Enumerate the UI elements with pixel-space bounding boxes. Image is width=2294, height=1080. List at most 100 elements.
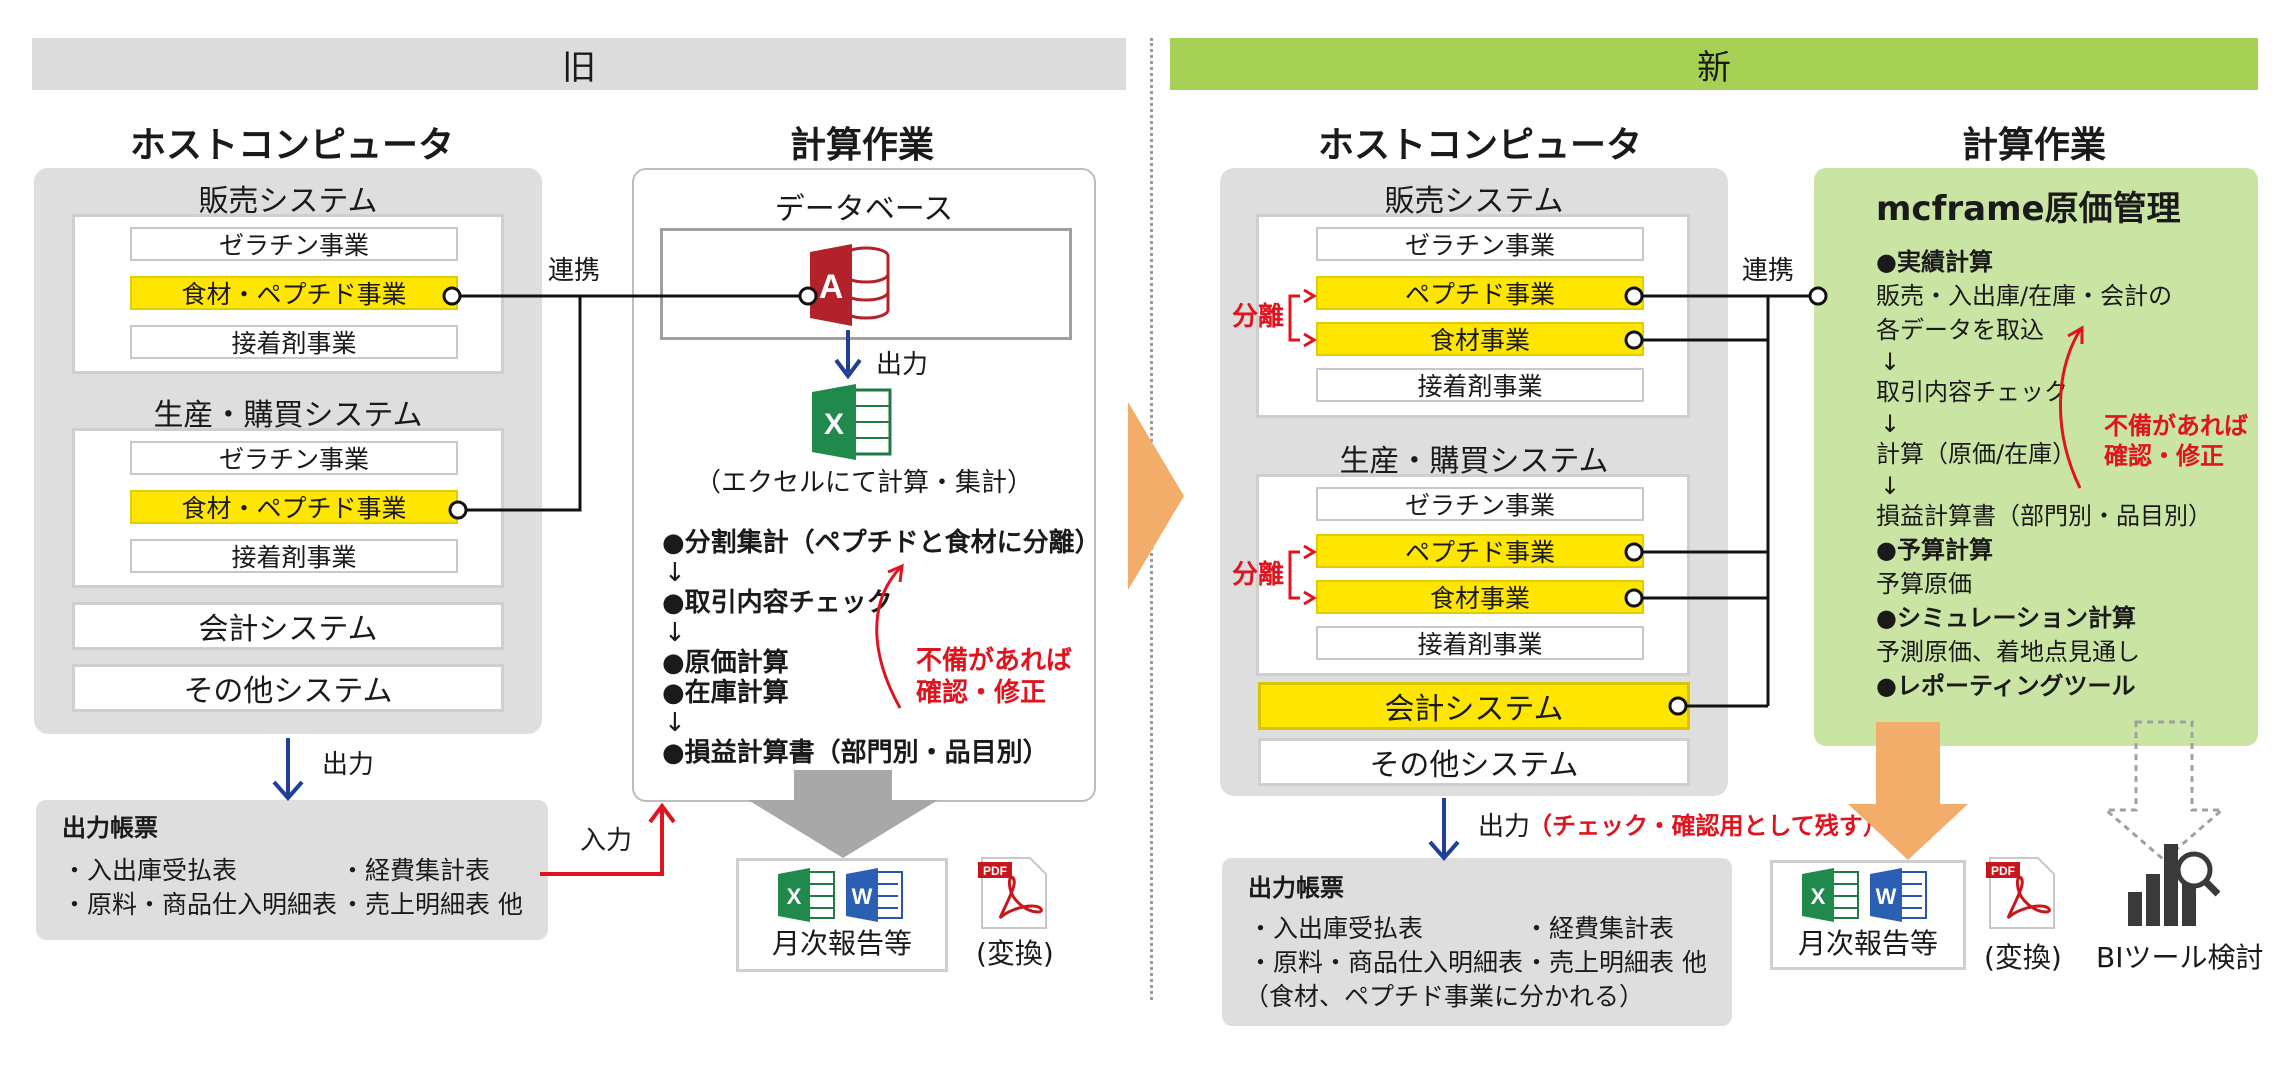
old-step-arrow-1: ↓ [664, 558, 686, 588]
mcframe-fix-note-1: 不備があれば [2104, 412, 2248, 440]
transition-chevron-icon [1128, 402, 1184, 590]
old-step-arrow-3: ↓ [664, 708, 686, 738]
svg-text:PDF: PDF [1991, 864, 2015, 878]
new-output-doc-left-2: ・原料・商品仕入明細表 [1248, 948, 1524, 977]
header-old: 旧 [32, 38, 1126, 90]
new-other-system: その他システム [1258, 738, 1690, 786]
mcframe-line-3: 各データを取込 [1876, 316, 2044, 344]
old-output-doc-right-2: ・売上明細表 他 [340, 890, 523, 919]
excel-icon: X [812, 384, 892, 460]
excel-icon: X [778, 868, 835, 922]
old-sales-item-gelatin: ゼラチン事業 [130, 227, 458, 261]
new-production-item-gelatin: ゼラチン事業 [1316, 487, 1644, 521]
excel-icon: X [1802, 868, 1859, 922]
new-host-title: ホストコンピュータ [1317, 125, 1642, 166]
old-convert-label: (変換) [976, 937, 1054, 970]
old-host-output-label: 出力 [322, 750, 375, 780]
new-split-label-production: 分離 [1232, 560, 1285, 590]
mcframe-line-7: ●予算計算 [1876, 536, 1993, 564]
mcframe-line-9: ●シミュレーション計算 [1876, 604, 2136, 632]
old-step-1: ●分割集計（ペプチドと食材に分離） [662, 528, 1101, 558]
new-output-note: （チェック・確認用として残す） [1528, 812, 1887, 840]
old-step-arrow-2: ↓ [664, 618, 686, 648]
new-output-doc-left-1: ・入出庫受払表 [1248, 914, 1424, 943]
old-sales-item-adhesive: 接着剤事業 [130, 325, 458, 359]
pdf-icon: PDF [1986, 857, 2055, 929]
header-new: 新 [1170, 38, 2258, 90]
mcframe-line-5: 計算（原価/在庫） [1876, 440, 2077, 468]
old-db-output-label: 出力 [876, 350, 929, 380]
old-production-item-food-peptide: 食材・ペプチド事業 [130, 490, 458, 524]
new-sales-system-title: 販売システム [1384, 184, 1564, 219]
old-output-doc-left-2: ・原料・商品仕入明細表 [62, 890, 338, 919]
old-production-item-adhesive: 接着剤事業 [130, 539, 458, 573]
new-output-label: 出力 [1478, 812, 1531, 842]
old-host-title: ホストコンピュータ [129, 125, 454, 166]
old-output-doc-right-1: ・経費集計表 [340, 856, 491, 885]
bi-dotted-arrow-icon [2104, 720, 2224, 862]
mcframe-line-11: ●レポーティングツール [1876, 672, 2136, 700]
old-production-item-gelatin: ゼラチン事業 [130, 441, 458, 475]
old-output-docs-box [36, 800, 548, 940]
old-step-4: ●在庫計算 [662, 678, 789, 708]
mcframe-line-1: ●実績計算 [1876, 248, 1993, 276]
mcframe-line-8: 予算原価 [1876, 570, 1972, 598]
new-production-item-peptide: ペプチド事業 [1316, 534, 1644, 568]
new-output-docs-box [1222, 858, 1732, 1026]
new-output-docs-title: 出力帳票 [1248, 874, 1344, 902]
old-input-label: 入力 [580, 826, 633, 856]
old-step-3: ●原価計算 [662, 648, 789, 678]
old-database-title: データベース [774, 192, 954, 227]
new-output-doc-right-2: ・売上明細表 他 [1524, 948, 1707, 977]
svg-text:W: W [1876, 884, 1897, 909]
new-output-docs-note: （食材、ペプチド事業に分かれる） [1244, 982, 1645, 1011]
old-output-doc-left-1: ・入出庫受払表 [62, 856, 238, 885]
new-production-system-title: 生産・購買システム [1339, 444, 1609, 479]
old-report-box [736, 858, 948, 972]
old-output-docs-title: 出力帳票 [62, 814, 158, 842]
bi-label: BIツール検討 [2096, 941, 2264, 974]
new-convert-label: (変換) [1984, 941, 2062, 974]
new-production-item-food: 食材事業 [1316, 580, 1644, 614]
old-accounting-system: 会計システム [72, 602, 504, 650]
new-calc-title: 計算作業 [1961, 125, 2106, 166]
pdf-icon: PDF [978, 857, 1047, 929]
new-output-doc-right-1: ・経費集計表 [1524, 914, 1675, 943]
old-sales-item-food-peptide: 食材・ペプチド事業 [130, 276, 458, 310]
new-link-label: 連携 [1742, 256, 1795, 286]
svg-text:X: X [787, 884, 802, 909]
old-sales-system-title: 販売システム [198, 184, 378, 219]
new-split-label-sales: 分離 [1232, 302, 1285, 332]
old-fix-note-1: 不備があれば [916, 646, 1073, 676]
old-link-label: 連携 [548, 256, 601, 286]
old-other-system: その他システム [72, 664, 504, 712]
new-report-label: 月次報告等 [1797, 927, 1938, 960]
old-gray-down-arrow-icon [748, 770, 938, 858]
header-old-label: 旧 [562, 47, 596, 88]
mcframe-arrow-1: ↓ [1880, 348, 1901, 376]
mcframe-arrow-2: ↓ [1880, 410, 1901, 438]
header-new-label: 新 [1697, 47, 1731, 88]
svg-text:X: X [1811, 884, 1826, 909]
mcframe-line-10: 予測原価、着地点見通し [1876, 638, 2140, 666]
new-sales-item-gelatin: ゼラチン事業 [1316, 227, 1644, 261]
mcframe-arrow-3: ↓ [1880, 472, 1901, 500]
new-sales-item-adhesive: 接着剤事業 [1316, 368, 1644, 402]
old-fix-note-2: 確認・修正 [916, 678, 1047, 708]
old-calc-title: 計算作業 [789, 125, 934, 166]
new-sales-item-peptide: ペプチド事業 [1316, 276, 1644, 310]
mcframe-line-6: 損益計算書（部門別・品目別） [1876, 502, 2212, 530]
svg-text:W: W [852, 884, 873, 909]
word-icon: W [1870, 868, 1927, 922]
old-production-system-title: 生産・購買システム [153, 398, 423, 433]
new-orange-down-arrow-icon [1848, 722, 1968, 860]
new-sales-item-food: 食材事業 [1316, 322, 1644, 356]
new-production-item-adhesive: 接着剤事業 [1316, 626, 1644, 660]
mcframe-line-2: 販売・入出庫/在庫・会計の [1876, 282, 2173, 310]
bi-chart-magnifier-icon [2128, 844, 2220, 926]
mcframe-line-4: 取引内容チェック [1876, 378, 2068, 406]
mcframe-title: mcframe原価管理 [1876, 189, 2181, 229]
svg-text:PDF: PDF [983, 864, 1007, 878]
old-excel-note: （エクセルにて計算・集計） [694, 468, 1033, 498]
